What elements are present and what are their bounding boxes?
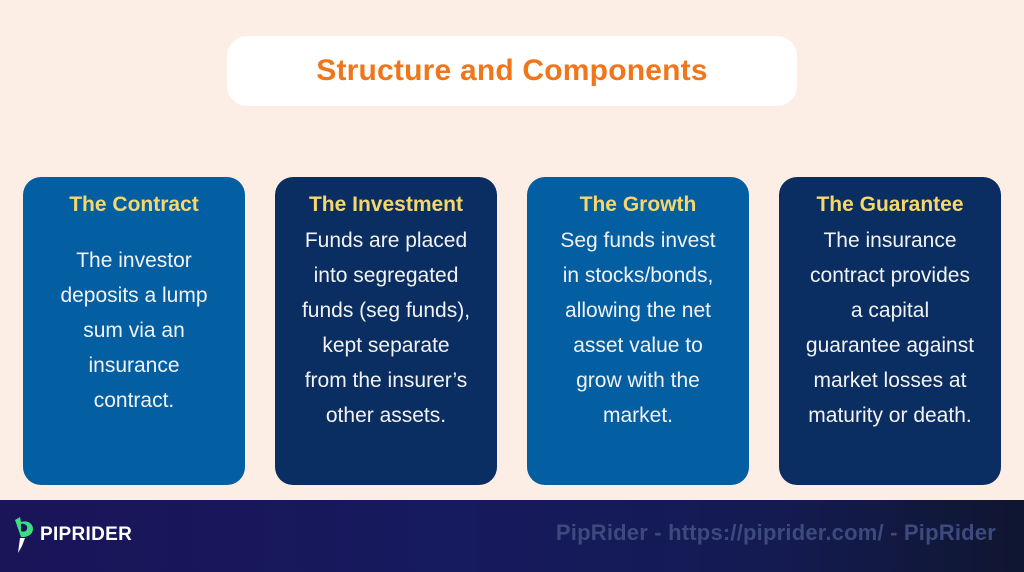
card-description: The investor deposits a lump sum via an … — [31, 243, 237, 418]
card-line: allowing the net — [565, 299, 711, 322]
page-title: Structure and Components — [316, 54, 708, 87]
card-the-guarantee: The Guarantee The insurance contract pro… — [779, 177, 1001, 485]
card-line: guarantee against — [805, 334, 975, 357]
card-line: kept separate — [322, 334, 450, 357]
piprider-logo-icon — [15, 517, 33, 553]
brand-name: PIPRIDER — [40, 524, 133, 545]
footer-bar: PIPRIDER PipRider - https://piprider.com… — [0, 500, 1024, 572]
card-line: The investor — [76, 249, 192, 272]
card-the-investment: The Investment Funds are placed into seg… — [275, 177, 497, 485]
card-description: The insurance contract provides a capita… — [787, 223, 993, 433]
card-the-contract: The Contract The investor deposits a lum… — [23, 177, 245, 485]
footer-watermark: PipRider - https://piprider.com/ - PipRi… — [555, 520, 996, 545]
card-description: Seg funds invest in stocks/bonds, allowi… — [535, 223, 741, 433]
card-line: market. — [602, 404, 673, 427]
card-line: contract. — [93, 389, 175, 412]
card-line: The insurance — [823, 229, 957, 252]
brand-logo: PIPRIDER — [12, 516, 132, 554]
card-title: The Contract — [69, 193, 199, 216]
card-line: grow with the — [576, 369, 700, 392]
card-line: maturity or death. — [808, 404, 972, 427]
card-line: a capital — [850, 299, 930, 322]
card-line: Seg funds invest — [560, 229, 716, 252]
card-the-growth: The Growth Seg funds invest in stocks/bo… — [527, 177, 749, 485]
card-description: Funds are placed into segregated funds (… — [283, 223, 489, 433]
card-line: sum via an — [83, 319, 185, 342]
card-line: insurance — [88, 354, 180, 377]
card-line: market losses at — [813, 369, 967, 392]
card-line: Funds are placed — [304, 229, 468, 252]
card-line: deposits a lump — [60, 284, 208, 307]
card-title: The Growth — [579, 193, 697, 216]
card-line: funds (seg funds), — [301, 299, 471, 322]
title-banner: Structure and Components — [227, 36, 797, 106]
card-line: other assets. — [325, 404, 447, 427]
card-line: into segregated — [313, 264, 459, 287]
card-line: in stocks/bonds, — [562, 264, 714, 287]
card-title: The Guarantee — [816, 193, 964, 216]
card-line: contract provides — [810, 264, 970, 287]
card-title: The Investment — [308, 193, 464, 216]
card-line: from the insurer’s — [304, 369, 468, 392]
card-line: asset value to — [573, 334, 703, 357]
